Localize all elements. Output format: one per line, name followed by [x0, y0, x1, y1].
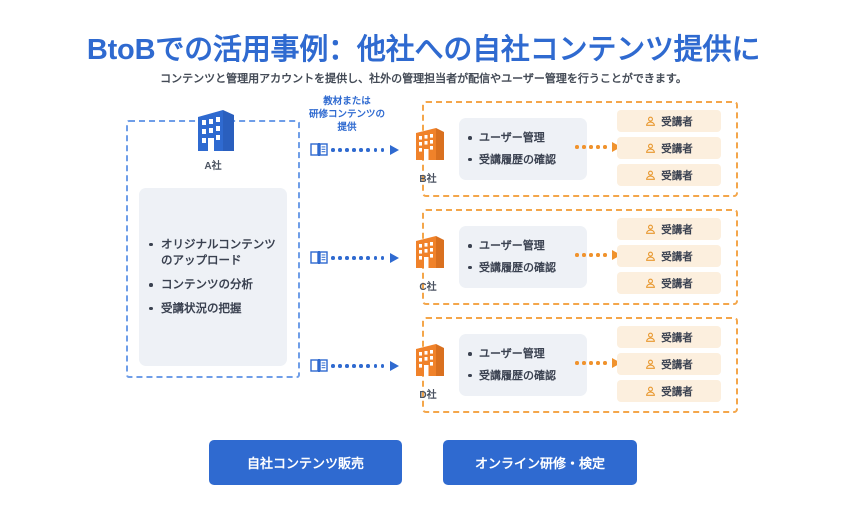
- dotted-arrow-right-icon: [575, 250, 622, 260]
- office-building-icon: [416, 128, 444, 160]
- partner-to-learners-connector: [575, 142, 622, 152]
- list-item: 受講者: [617, 218, 721, 240]
- dotted-arrow-right-icon: [331, 253, 399, 263]
- person-icon: [646, 224, 656, 234]
- list-item: 受講者: [617, 353, 721, 375]
- partner-capability-list: ユーザー管理 受講履歴の確認: [459, 239, 587, 275]
- person-icon: [646, 251, 656, 261]
- page-subtitle: コンテンツと管理用アカウントを提供し、社外の管理担当者が配信やユーザー管理を行う…: [160, 73, 687, 85]
- open-book-icon: [310, 251, 328, 264]
- list-item: ユーザー管理: [468, 239, 583, 253]
- partner-company-label: B社: [419, 174, 437, 185]
- flow-label: 教材または 研修コンテンツの 提供: [306, 96, 388, 134]
- list-item: 受講者: [617, 272, 721, 294]
- person-icon: [646, 278, 656, 288]
- partner-company-label: D社: [419, 390, 437, 401]
- list-item: 受講履歴の確認: [468, 369, 583, 383]
- partner-company: C社: [406, 234, 450, 293]
- learner-list: 受講者 受講者 受講者: [617, 110, 721, 186]
- person-icon: [646, 359, 656, 369]
- list-item: 受講者: [617, 326, 721, 348]
- learner-label: 受講者: [661, 115, 693, 128]
- dotted-arrow-right-icon: [331, 361, 399, 371]
- dotted-arrow-right-icon: [575, 142, 622, 152]
- list-item: 受講者: [617, 110, 721, 132]
- partner-company-label: C社: [419, 282, 437, 293]
- person-icon: [646, 386, 656, 396]
- learner-label: 受講者: [661, 142, 693, 155]
- list-item: 受講者: [617, 137, 721, 159]
- learner-label: 受講者: [661, 169, 693, 182]
- open-book-icon: [310, 143, 328, 156]
- learner-list: 受講者 受講者 受講者: [617, 326, 721, 402]
- online-training-exam-button[interactable]: オンライン研修・検定: [443, 440, 637, 485]
- list-item: 受講状況の把握: [149, 301, 281, 318]
- list-item: 受講者: [617, 380, 721, 402]
- flow-label-line-3: 提供: [337, 121, 357, 133]
- learner-list: 受講者 受講者 受講者: [617, 218, 721, 294]
- provider-to-partner-connector: [310, 139, 402, 161]
- list-item: 受講者: [617, 164, 721, 186]
- learner-label: 受講者: [661, 277, 693, 290]
- partner-company: B社: [406, 126, 450, 185]
- provider-capabilities-card: オリジナルコンテンツのアップロード コンテンツの分析 受講状況の把握: [139, 188, 287, 366]
- own-content-sales-button[interactable]: 自社コンテンツ販売: [209, 440, 402, 485]
- office-building-icon: [198, 110, 234, 151]
- office-building-icon: [416, 236, 444, 268]
- learner-label: 受講者: [661, 358, 693, 371]
- partner-capabilities-card: ユーザー管理 受講履歴の確認: [459, 118, 587, 180]
- learner-label: 受講者: [661, 250, 693, 263]
- person-icon: [646, 332, 656, 342]
- partner-capability-list: ユーザー管理 受講履歴の確認: [459, 347, 587, 383]
- list-item: 受講者: [617, 245, 721, 267]
- page-title: BtoBでの活用事例：他社への自社コンテンツ提供に: [86, 34, 761, 66]
- list-item: ユーザー管理: [468, 347, 583, 361]
- partner-to-learners-connector: [575, 250, 622, 260]
- person-icon: [646, 143, 656, 153]
- partner-to-learners-connector: [575, 358, 622, 368]
- list-item: オリジナルコンテンツのアップロード: [149, 237, 281, 270]
- flow-label-line-1: 教材または: [323, 96, 371, 107]
- learner-label: 受講者: [661, 385, 693, 398]
- partner-capability-list: ユーザー管理 受講履歴の確認: [459, 131, 587, 167]
- provider-company: A社: [126, 108, 300, 172]
- partner-capabilities-card: ユーザー管理 受講履歴の確認: [459, 226, 587, 288]
- list-item: 受講履歴の確認: [468, 261, 583, 275]
- open-book-icon: [310, 359, 328, 372]
- dotted-arrow-right-icon: [575, 358, 622, 368]
- dotted-arrow-right-icon: [331, 145, 399, 155]
- learner-label: 受講者: [661, 223, 693, 236]
- provider-company-label: A社: [204, 161, 222, 172]
- person-icon: [646, 116, 656, 126]
- provider-to-partner-connector: [310, 355, 402, 377]
- provider-to-partner-connector: [310, 247, 402, 269]
- provider-capability-list: オリジナルコンテンツのアップロード コンテンツの分析 受講状況の把握: [139, 237, 287, 318]
- person-icon: [646, 170, 656, 180]
- list-item: 受講履歴の確認: [468, 153, 583, 167]
- learner-label: 受講者: [661, 331, 693, 344]
- list-item: ユーザー管理: [468, 131, 583, 145]
- partner-capabilities-card: ユーザー管理 受講履歴の確認: [459, 334, 587, 396]
- partner-company: D社: [406, 342, 450, 401]
- office-building-icon: [416, 344, 444, 376]
- list-item: コンテンツの分析: [149, 277, 281, 294]
- flow-label-line-2: 研修コンテンツの: [308, 108, 385, 120]
